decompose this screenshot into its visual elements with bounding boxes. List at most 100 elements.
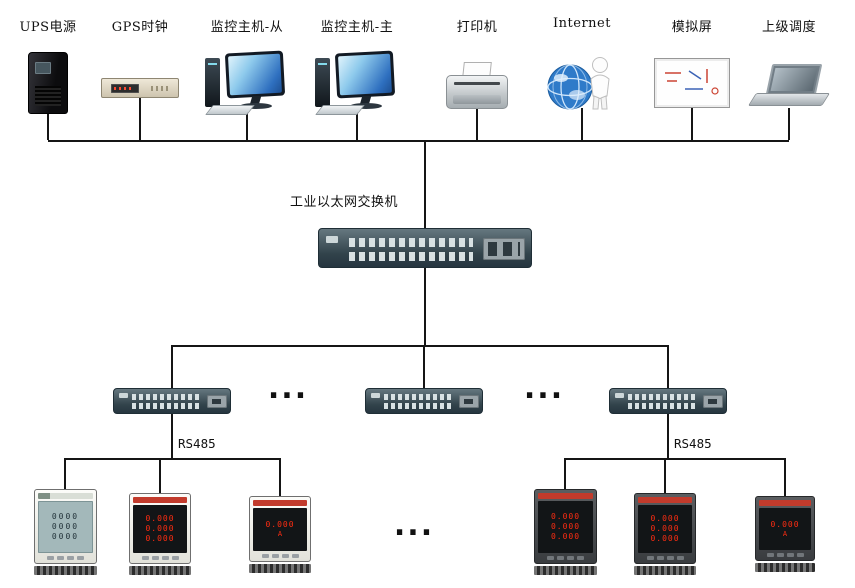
connector-internet [581, 108, 583, 140]
meter-brand-strip [538, 493, 593, 499]
main-switch-down-line [424, 268, 426, 345]
switch-logo [371, 393, 380, 398]
ellipsis-switches-right: ... [523, 371, 565, 406]
meter-body: 0.000 0.000 0.000 [129, 493, 191, 564]
meter-display: 0.000 A [759, 508, 811, 550]
switch-port-row [349, 238, 473, 247]
drop-meter-l2 [159, 458, 161, 493]
switch-port-row [384, 394, 454, 400]
switch-uplink-ports [207, 395, 227, 408]
rs485-label-left: RS485 [178, 436, 216, 451]
bus-to-main-switch [424, 140, 426, 228]
switch-port-row [628, 394, 698, 400]
meter-unit: A [277, 530, 283, 538]
monitor [334, 50, 396, 99]
meter-reading: 0.000 [550, 522, 581, 531]
rs485-label-right: RS485 [674, 436, 712, 451]
switch-port-row [628, 403, 698, 409]
monitor-base [350, 103, 382, 109]
monitor-screen [228, 53, 282, 96]
switch-port-row [132, 394, 202, 400]
level2-bus-line [172, 345, 669, 347]
device-label-internet: Internet [553, 16, 611, 31]
mimic-diagram-marks [665, 69, 719, 95]
monitor-base [240, 103, 272, 109]
drop-meter-r1 [564, 458, 566, 489]
person-figure-icon [590, 57, 610, 110]
laptop-keyboard-base [747, 93, 831, 106]
drop-meter-l3 [279, 458, 281, 496]
drop-meter-r2 [664, 458, 666, 493]
switch-uplink-ports [703, 395, 723, 408]
switch-port-row [132, 403, 202, 409]
meter-display: 0.000 0.000 0.000 [638, 505, 692, 553]
switch-port-row [349, 252, 473, 261]
printer-body [446, 75, 508, 109]
monitor [224, 50, 286, 99]
gps-display-leds [114, 87, 134, 90]
meter-buttons [538, 556, 593, 560]
meter-terminals [534, 566, 597, 575]
device-label-dispatch: 上级调度 [761, 20, 817, 35]
monitor-screen [338, 53, 392, 96]
meter-buttons [638, 556, 692, 560]
power-meter: 0.000 0.000 0.000 [534, 489, 597, 575]
rs485-right-bus [565, 458, 785, 460]
meter-body: 0.000 A [755, 496, 815, 561]
drop-sub-switch-1 [171, 345, 173, 388]
drop-sub-switch-2 [423, 345, 425, 388]
meter-body: 0.000 A [249, 496, 311, 562]
power-meter-lcd: 0000 0000 0000 [34, 489, 97, 575]
meter-reading: 0.000 [145, 514, 175, 523]
workstation-master [315, 50, 399, 116]
ups-device [28, 52, 68, 114]
switch-logo [326, 236, 338, 243]
laptop-device [747, 64, 831, 110]
device-label-printer: 打印机 [456, 20, 498, 35]
meter-display: 0.000 0.000 0.000 [133, 505, 187, 553]
top-bus-line [48, 140, 789, 142]
connector-workstation-slave [246, 106, 248, 140]
meter-terminals [34, 566, 97, 575]
connector-ups [47, 112, 49, 140]
rs485-right-trunk [667, 414, 669, 458]
switch-logo [119, 393, 128, 398]
meter-display: 0.000 0.000 0.000 [538, 501, 593, 553]
meter-reading: 0.000 [145, 524, 175, 533]
meter-reading: 0.000 [550, 512, 581, 521]
computer-tower [315, 58, 330, 107]
device-label-ups: UPS电源 [19, 20, 77, 35]
mimic-panel-device [654, 58, 730, 108]
meter-buttons [759, 553, 811, 557]
sub-ethernet-switch-3 [609, 388, 727, 414]
main-switch-label: 工业以太网交换机 [289, 195, 399, 210]
power-meter-ammeter: 0.000 A [755, 496, 815, 572]
internet-cluster [546, 56, 614, 114]
workstation-slave [205, 50, 289, 116]
meter-body: 0.000 0.000 0.000 [534, 489, 597, 564]
ellipsis-meters: ... [393, 508, 435, 543]
meter-brand-strip [638, 497, 692, 503]
meter-body: 0000 0000 0000 [34, 489, 97, 564]
meter-reading: 0000 [51, 512, 80, 521]
meter-unit: A [782, 529, 788, 538]
meter-terminals [129, 566, 191, 575]
meter-buttons [38, 556, 93, 560]
laptop-screen [765, 64, 823, 95]
drop-meter-r3 [784, 458, 786, 496]
connector-mimic [691, 106, 693, 140]
meter-body: 0.000 0.000 0.000 [634, 493, 696, 564]
switch-uplink-ports [483, 238, 525, 260]
connector-workstation-master [356, 106, 358, 140]
computer-tower [205, 58, 220, 107]
meter-brand-strip [253, 500, 307, 506]
meter-terminals [249, 564, 311, 573]
connector-laptop [788, 108, 790, 140]
gps-clock-device [101, 78, 179, 98]
keyboard [315, 105, 365, 115]
meter-reading: 0.000 [650, 524, 680, 533]
drop-sub-switch-3 [667, 345, 669, 388]
power-meter-ammeter: 0.000 A [249, 496, 311, 573]
device-label-monitor-master: 监控主机-主 [320, 20, 394, 35]
